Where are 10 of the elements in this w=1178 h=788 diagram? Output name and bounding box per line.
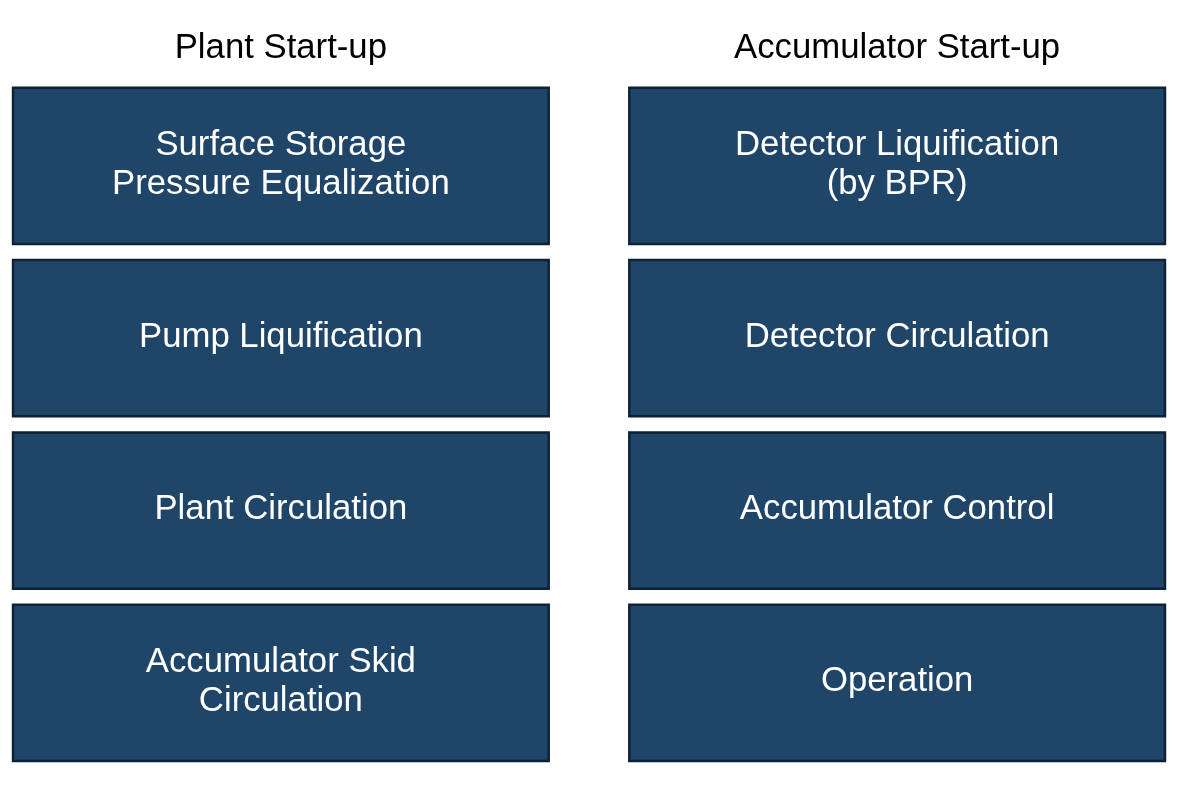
label: Plant Start-up [174,26,387,65]
node-box: Detector Circulation [628,258,1167,418]
node-box: Operation [628,603,1167,763]
node-box: Pump Liquification [11,258,550,418]
node-box: Accumulator Skid Circulation [11,603,550,763]
node-box: Surface Storage Pressure Equalization [11,86,550,246]
node-box: Plant Circulation [11,431,550,590]
node-box: Detector Liquification (by BPR) [628,86,1167,246]
node-box: Accumulator Control [628,431,1167,590]
label: Accumulator Start-up [734,26,1061,65]
